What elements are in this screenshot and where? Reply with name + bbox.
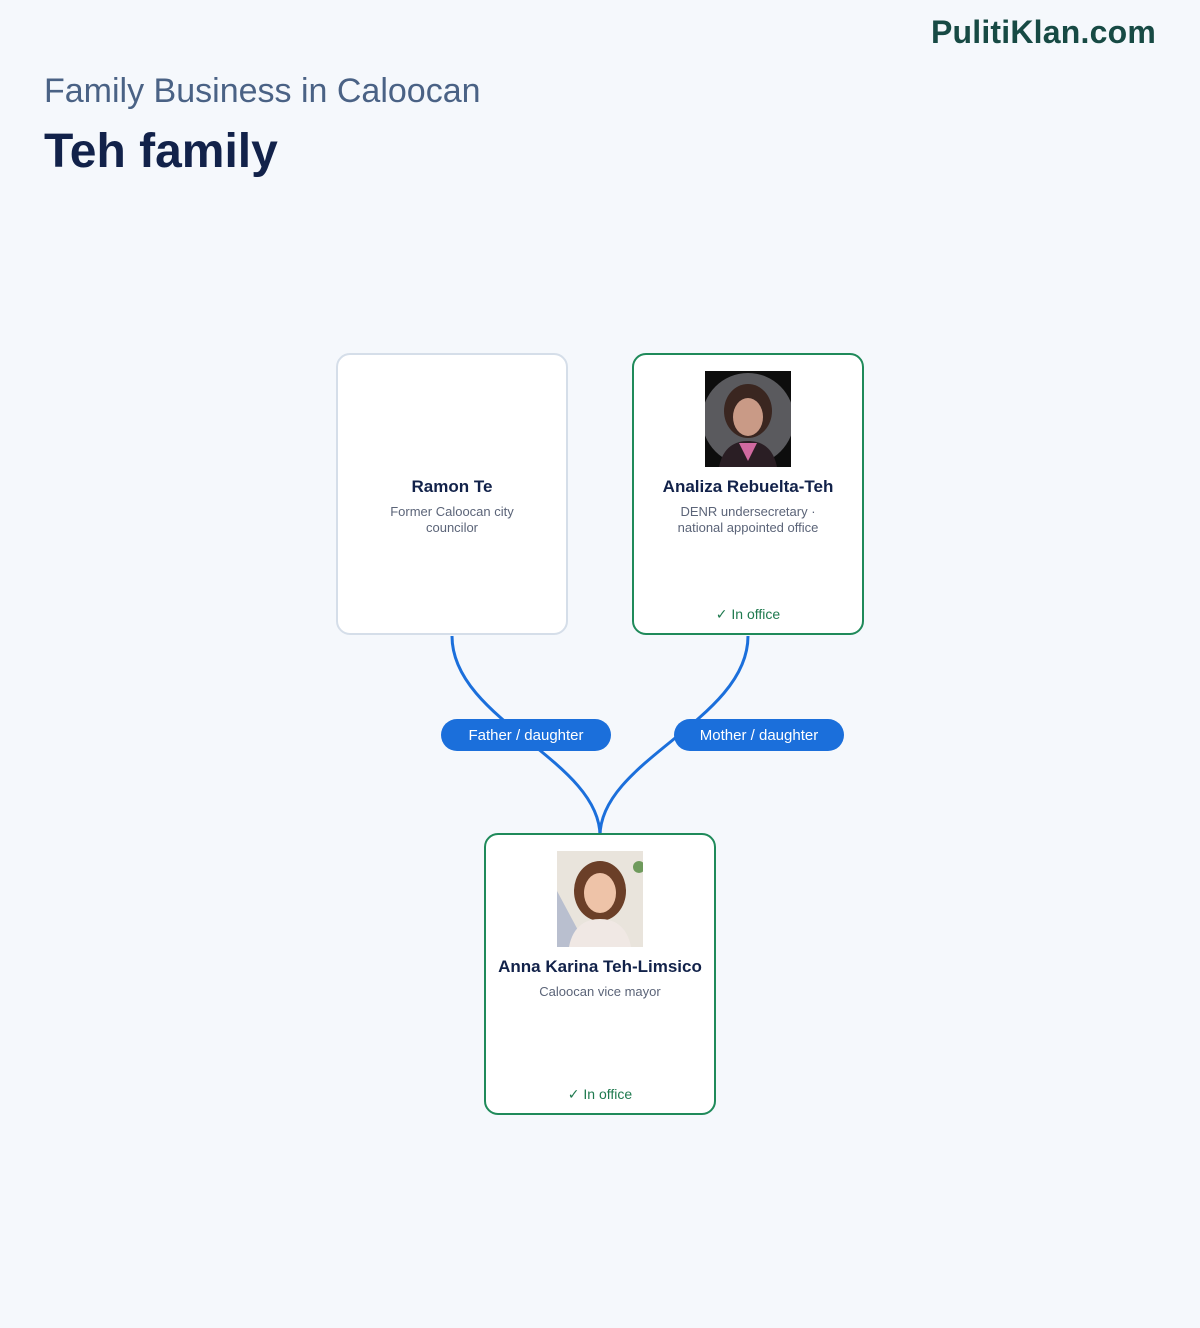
member-card-anna-karina-teh-limsico[interactable]: Anna Karina Teh-Limsico Caloocan vice ma… <box>484 833 716 1115</box>
in-office-status: ✓ In office <box>567 1086 633 1102</box>
member-name: Ramon Te <box>411 477 493 496</box>
member-role: Former Caloocan city councilor <box>390 504 514 535</box>
member-card-ramon-te[interactable]: Ramon Te Former Caloocan city councilor <box>336 353 568 635</box>
site-logo[interactable]: PulitiKlan.com <box>930 14 1156 50</box>
page-subtitle: Family Business in Caloocan <box>44 72 481 110</box>
portrait-photo <box>557 851 643 947</box>
relation-label-father-daughter: Father / daughter <box>441 719 611 751</box>
member-card-analiza-rebuelta-teh[interactable]: Analiza Rebuelta-Teh DENR undersecretary… <box>632 353 864 635</box>
relation-label-mother-daughter: Mother / daughter <box>674 719 844 751</box>
in-office-status: ✓ In office <box>715 606 781 622</box>
member-role: DENR undersecretary · national appointed… <box>677 504 819 535</box>
member-name: Anna Karina Teh-Limsico <box>498 957 702 976</box>
member-name: Analiza Rebuelta-Teh <box>662 477 834 496</box>
member-role: Caloocan vice mayor <box>539 984 661 999</box>
page-title: Teh family <box>44 125 278 178</box>
portrait-photo <box>705 371 791 467</box>
